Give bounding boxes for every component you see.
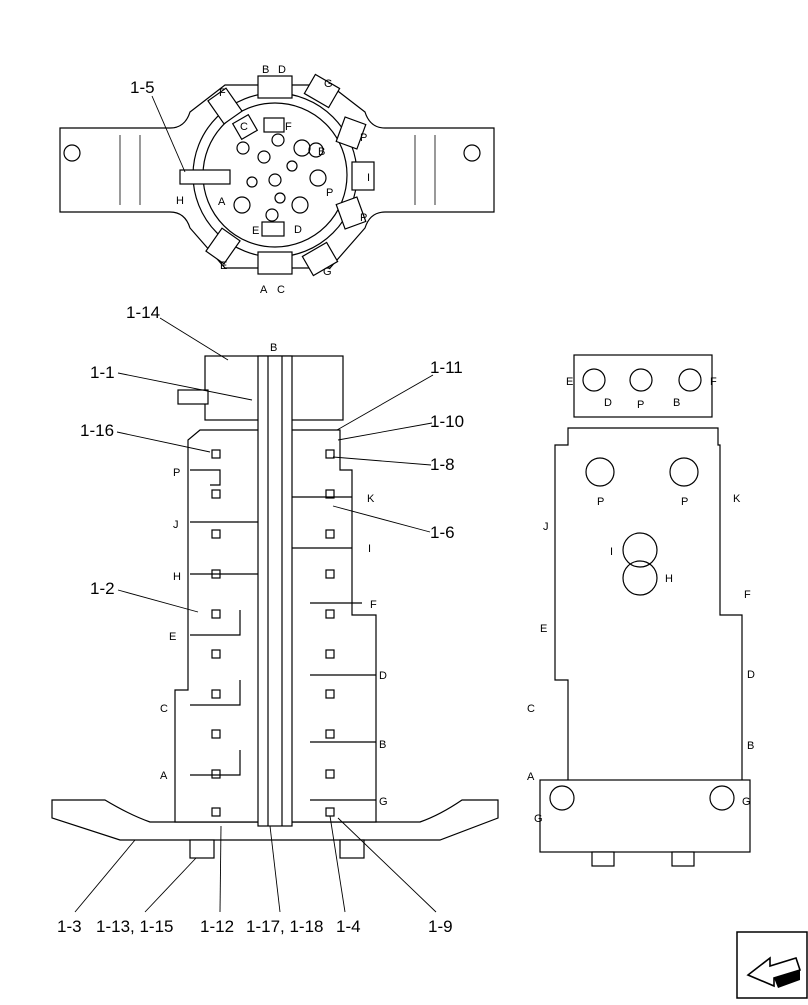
arrow-left-icon[interactable] — [736, 931, 808, 999]
port-label: D — [379, 670, 387, 682]
port-label: E — [252, 225, 259, 237]
port-label: F — [710, 376, 717, 388]
port-label: J — [543, 521, 549, 533]
port-label: G — [742, 796, 751, 808]
port-label: A — [160, 770, 168, 782]
port-label: J — [173, 519, 179, 531]
port-label: P — [360, 132, 367, 144]
port-label: A — [218, 196, 226, 208]
port-label: C — [527, 703, 535, 715]
top-view-port-labels: B D G F C F B P I P H A P E D E G A C — [176, 64, 370, 296]
port-label: P — [637, 399, 644, 411]
port-label: G — [379, 796, 388, 808]
port-label: A — [260, 284, 268, 296]
callout-1-12: 1-12 — [200, 917, 234, 936]
port-label: F — [285, 121, 292, 133]
port-label: I — [367, 172, 370, 184]
port-label: P — [173, 467, 180, 479]
callout-1-5: 1-5 — [130, 78, 155, 97]
callout-1-17-1-18: 1-17, 1-18 — [246, 917, 324, 936]
callout-1-6: 1-6 — [430, 523, 455, 542]
port-label: G — [323, 266, 332, 278]
port-label: E — [220, 260, 227, 272]
port-label: B — [318, 146, 325, 158]
port-label: P — [681, 496, 688, 508]
callout-1-3: 1-3 — [57, 917, 82, 936]
section-view — [51, 355, 499, 859]
port-label: H — [665, 573, 673, 585]
callout-1-8: 1-8 — [430, 455, 455, 474]
port-label: B — [262, 64, 269, 76]
port-label: P — [360, 212, 367, 224]
port-label: G — [534, 813, 543, 825]
port-label: F — [370, 599, 377, 611]
port-label: E — [566, 376, 573, 388]
port-label: H — [173, 571, 181, 583]
callout-1-11: 1-11 — [430, 358, 463, 377]
callout-1-14: 1-14 — [126, 303, 160, 322]
port-label: B — [747, 740, 754, 752]
port-label: I — [610, 546, 613, 558]
port-label: C — [240, 121, 248, 133]
port-label: F — [744, 589, 751, 601]
callout-1-9: 1-9 — [428, 917, 453, 936]
port-label: A — [527, 771, 535, 783]
callout-1-16: 1-16 — [80, 421, 114, 440]
port-label: C — [277, 284, 285, 296]
port-label: P — [326, 187, 333, 199]
port-label: C — [160, 703, 168, 715]
leader-lines — [74, 95, 437, 913]
port-label: I — [368, 543, 371, 555]
callout-1-1: 1-1 — [90, 363, 115, 382]
seal-stack-left — [211, 449, 221, 817]
top-view — [59, 73, 495, 277]
port-label: B — [379, 739, 386, 751]
port-label: D — [604, 397, 612, 409]
callout-1-4: 1-4 — [336, 917, 361, 936]
port-label: G — [324, 78, 333, 90]
callout-1-2: 1-2 — [90, 579, 115, 598]
seal-stack-right — [325, 449, 335, 817]
callout-1-13-1-15: 1-13, 1-15 — [96, 917, 174, 936]
port-label: D — [747, 669, 755, 681]
section-view-port-labels: B P J H E C A K I F D B G — [160, 342, 388, 808]
port-label: K — [733, 493, 741, 505]
side-view-port-labels: E D P B F P P K J I H F E D C B A G G — [527, 376, 755, 825]
side-view — [539, 354, 751, 867]
port-label: H — [176, 195, 184, 207]
callouts: 1-5 1-14 1-1 1-16 1-2 1-11 1-10 1-8 1-6 … — [57, 78, 464, 936]
port-label: D — [294, 224, 302, 236]
callout-1-10: 1-10 — [430, 412, 464, 431]
port-label: B — [673, 397, 680, 409]
port-label: B — [270, 342, 277, 354]
port-label: E — [169, 631, 176, 643]
port-label: F — [219, 87, 226, 99]
port-label: K — [367, 493, 375, 505]
port-label: E — [540, 623, 547, 635]
port-label: P — [597, 496, 604, 508]
port-label: D — [278, 64, 286, 76]
